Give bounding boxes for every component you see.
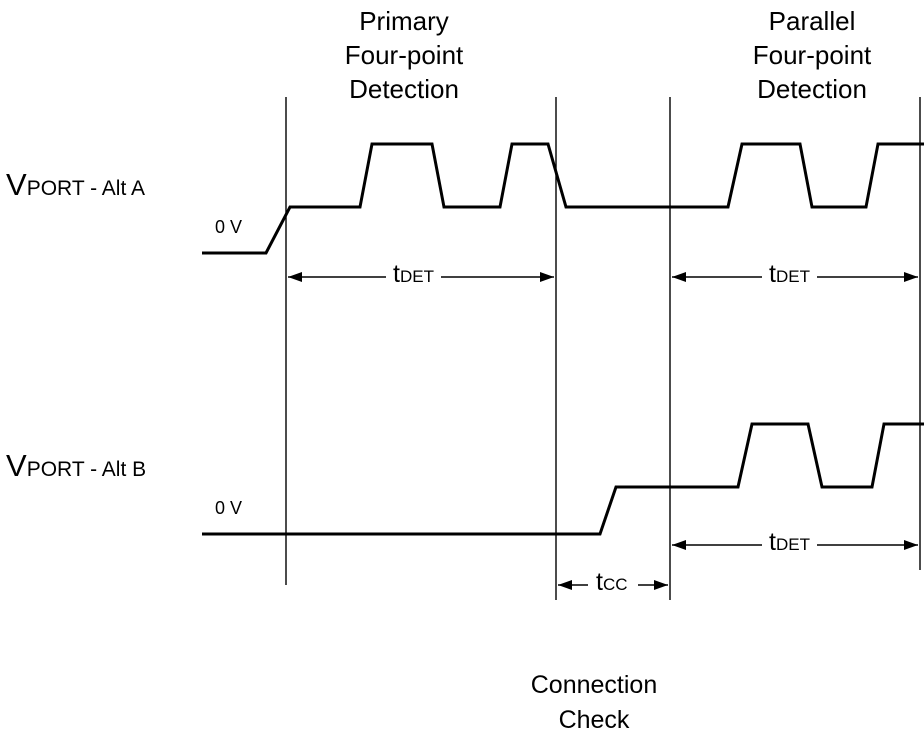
section-title-primary-line-1: Primary [359, 6, 449, 36]
section-title-parallel-line-1: Parallel [768, 6, 856, 36]
dimension-label-tdet-alt-b-parallel: tDET [762, 528, 817, 557]
zero-volt-label-alt-a: 0 V [215, 217, 243, 237]
bottom-caption-connection-check: Connection Check [494, 668, 694, 738]
dimension-label-tdet-alt-a-parallel-main: t [769, 260, 776, 288]
signal-label-alt-a-main: V [6, 167, 27, 202]
dimension-tcc [558, 580, 668, 590]
dimension-label-tdet-alt-a-primary-sub: DET [399, 267, 434, 286]
bottom-caption-line-1: Connection [530, 671, 658, 699]
signal-label-alt-a: VPORT - Alt A [6, 168, 145, 206]
section-title-parallel-line-2: Four-point [752, 40, 872, 70]
dimension-label-tcc: tCC [589, 568, 635, 597]
dimension-label-tcc-main: t [596, 568, 603, 596]
dimension-label-tdet-alt-b-parallel-sub: DET [775, 535, 810, 554]
dimension-label-tdet-alt-a-parallel: tDET [762, 260, 817, 289]
dimension-label-tdet-alt-a-primary-main: t [393, 260, 400, 288]
section-title-primary-line-3: Detection [349, 74, 459, 104]
section-title-parallel: Parallel Four-point Detection [712, 4, 912, 106]
dimension-label-tdet-alt-a-parallel-sub: DET [775, 267, 810, 286]
signal-label-alt-b-subscript: PORT - Alt B [26, 458, 147, 481]
section-title-primary: Primary Four-point Detection [304, 4, 504, 106]
waveform-alt-b [202, 422, 924, 536]
zero-volt-label-alt-b: 0 V [215, 498, 243, 518]
waveform-alt-a [202, 142, 924, 255]
dimension-label-tdet-alt-b-parallel-main: t [769, 528, 776, 556]
signal-label-alt-b-main: V [6, 448, 27, 483]
signal-label-alt-a-subscript: PORT - Alt A [26, 177, 145, 200]
section-title-primary-line-2: Four-point [344, 40, 464, 70]
dimension-label-tcc-sub: CC [602, 575, 628, 594]
bottom-caption-line-2: Check [558, 706, 630, 734]
section-title-parallel-line-3: Detection [757, 74, 867, 104]
dimension-label-tdet-alt-a-primary: tDET [386, 260, 441, 289]
signal-label-alt-b: VPORT - Alt B [6, 449, 146, 487]
